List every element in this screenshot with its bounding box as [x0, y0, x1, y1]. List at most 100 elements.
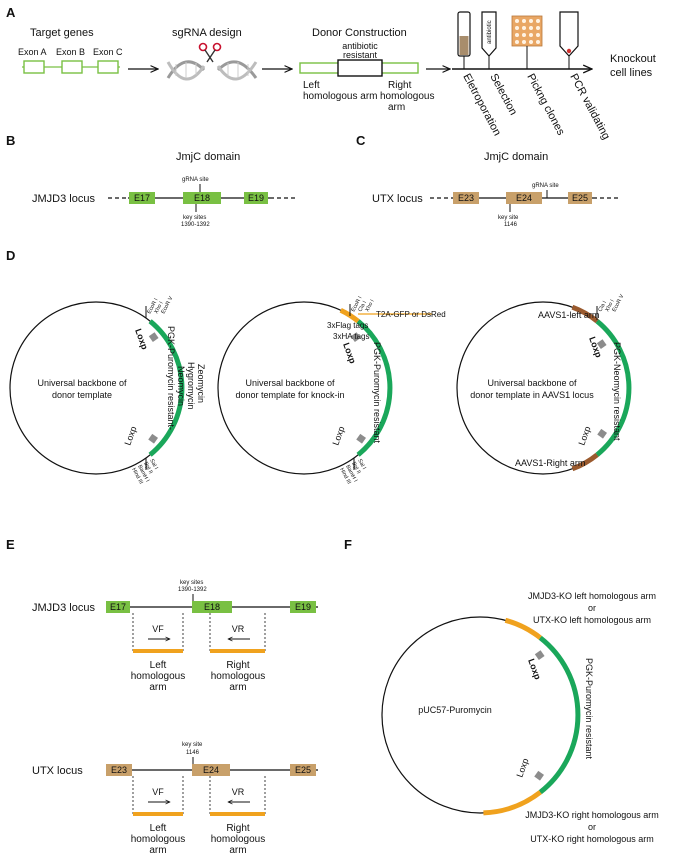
- panel-b: B JmjC domain JMJD3 locus E17 E18 E19 gR…: [6, 133, 296, 228]
- right-arm-bar-utx: [210, 812, 265, 816]
- aavs1-right-arm-label: AAVS1-Right arm: [515, 458, 585, 468]
- panel-f-label: F: [344, 537, 352, 552]
- site-p3-xhoi: Xho I: [604, 298, 616, 313]
- loxp-label-bottom-3: Loxp: [576, 425, 592, 447]
- donor-construction-title: Donor Construction: [312, 27, 407, 39]
- plasmid-3: Cla I Xho I EcoR V AAVS1-left arm AAVS1-…: [456, 293, 632, 475]
- jmjd3-locus-label-e: JMJD3 locus: [32, 602, 95, 614]
- picking-plate-icon: [511, 15, 543, 69]
- loxp-label-top-3: Loxp: [587, 335, 604, 359]
- f-center-label: pUC57-Puromycin: [418, 705, 492, 715]
- vr-label-utx: VR: [232, 787, 245, 797]
- sgrna-design-title: sgRNA design: [172, 27, 242, 39]
- jmjd3-locus-label-b: JMJD3 locus: [32, 193, 95, 205]
- cassette-arc-3: [595, 319, 632, 457]
- f-top-line2: UTX-KO left homologous arm: [533, 615, 651, 625]
- loxp-marker-bottom-f: [534, 770, 544, 781]
- selection-tube-icon: antibiotic: [481, 11, 497, 69]
- panel-a: A Target genes Exon A Exon B Exon C sgRN…: [6, 5, 656, 142]
- cassette-label-p1-line2: Neomycin: [176, 366, 186, 406]
- key-site-line1-c: key site: [498, 215, 519, 221]
- plasmid2-center-line2: donor template for knock-in: [235, 390, 344, 400]
- tube-antibiotic-label: antibiotic: [487, 20, 493, 44]
- left-arm-arc-3: [571, 304, 599, 324]
- site-p1-xhoi: Xho I: [153, 300, 165, 315]
- eletroporation-tube-icon: [457, 11, 471, 69]
- site-p3-clai: Cla I: [597, 300, 608, 313]
- exon-e25-e: [290, 764, 316, 776]
- plasmid3-center-line1: Universal backbone of: [487, 378, 577, 388]
- utx-locus-label-c: UTX locus: [372, 193, 423, 205]
- right-arm-line2: homologous: [380, 91, 434, 102]
- vf-label-jmjd3: VF: [152, 624, 164, 634]
- panel-e-label: E: [6, 537, 15, 552]
- exon-e23-label-e: E23: [111, 765, 127, 775]
- donor-construct: antibiotic resistant Left homologous arm…: [299, 41, 434, 113]
- exon-e18-b: [183, 192, 221, 204]
- loxp-label-top-2: Loxp: [341, 341, 358, 365]
- exon-e23-label-c: E23: [458, 193, 474, 203]
- vf-label-utx: VF: [152, 787, 164, 797]
- left-arm-bar-jmjd3: [133, 649, 183, 653]
- plasmid1-center-line1: Universal backbone of: [37, 378, 127, 388]
- key-sites-line1-b: key sites: [183, 215, 206, 221]
- tag-3xflag: 3xFlag tags: [327, 321, 368, 330]
- antibiotic-label-line1: antibiotic: [342, 41, 378, 51]
- left-arm-label-jmjd3-line3: arm: [149, 682, 166, 693]
- gene-exon-diagram: Exon A Exon B Exon C: [18, 47, 123, 74]
- cassette-label-p1-line4: Zeomycin: [196, 364, 206, 403]
- exon-e17-label-b: E17: [134, 193, 150, 203]
- plasmid-1: EcoR I Xho I EcoR V Sal I Bgl II BamH I …: [9, 295, 206, 486]
- plasmid1-center-line2: donor template: [52, 390, 112, 400]
- exon-e19-e: [290, 601, 316, 613]
- exon-e18-label-e: E18: [204, 602, 220, 612]
- cassette-label-p3: PGK-Neomycin resistant: [612, 342, 622, 441]
- loxp-marker-bottom-3: [597, 428, 607, 439]
- left-arm-bar-utx: [133, 812, 183, 816]
- exon-e24-c: [506, 192, 542, 204]
- exon-e24-label-e: E24: [203, 765, 219, 775]
- left-arm-label-jmjd3-line2: homologous: [131, 671, 185, 682]
- cassette-arc-f: [538, 635, 581, 795]
- exon-a-label: Exon A: [18, 47, 47, 57]
- jmjc-domain-title-c: JmjC domain: [484, 151, 548, 163]
- loxp-label-top-f: Loxp: [526, 657, 543, 681]
- exon-e18-label-b: E18: [194, 193, 210, 203]
- site-p1-sali: Sal I: [148, 458, 159, 471]
- panel-c-label: C: [356, 133, 366, 148]
- grna-site-label-c: gRNA site: [532, 183, 559, 189]
- exon-c-box: [97, 60, 119, 74]
- exon-b-label: Exon B: [56, 47, 85, 57]
- right-arm-arc-3: [571, 452, 599, 472]
- vr-label-jmjd3: VR: [232, 624, 245, 634]
- scissors-icon: [198, 42, 222, 63]
- antibiotic-cassette-box: [337, 59, 383, 77]
- loxp-label-bottom-f: Loxp: [514, 757, 530, 779]
- f-bottom-line2: UTX-KO right homologous arm: [530, 834, 654, 844]
- antibiotic-label-line2: resistant: [343, 50, 378, 60]
- right-arm-label-utx-line2: homologous: [211, 834, 265, 845]
- panel-a-label: A: [6, 5, 16, 20]
- panel-e: E JMJD3 locus E17 E18 E19 key sites 1390…: [6, 537, 318, 856]
- right-arm-line3: arm: [388, 102, 405, 113]
- jmjd3-primer-map: JMJD3 locus E17 E18 E19 key sites 1390-1…: [32, 580, 318, 693]
- jmjc-domain-title-b: JmjC domain: [176, 151, 240, 163]
- site-p2-sali: Sal I: [356, 458, 367, 471]
- exon-e24-e: [192, 764, 230, 776]
- left-arm-label-utx-line3: arm: [149, 845, 166, 856]
- right-arm-label-jmjd3-line3: arm: [229, 682, 246, 693]
- key-site-line2-e: 1146: [186, 750, 200, 756]
- key-site-line2-c: 1146: [504, 222, 518, 228]
- f-top-line1: JMJD3-KO left homologous arm: [528, 591, 656, 601]
- t2a-label: T2A-GFP or DsRed: [376, 310, 446, 319]
- right-arm-label-utx-line3: arm: [229, 845, 246, 856]
- exon-e24-label-c: E24: [516, 193, 532, 203]
- right-arm-bar-jmjd3: [210, 649, 265, 653]
- panel-f: F JMJD3-KO left homologous arm or UTX-KO…: [344, 537, 659, 844]
- site-p2-clai: Cla I: [357, 300, 368, 313]
- left-arm-line1: Left: [303, 80, 320, 91]
- exon-e17-e: [106, 601, 130, 613]
- exon-e23-c: [453, 192, 479, 204]
- right-arm-line1: Right: [388, 80, 412, 91]
